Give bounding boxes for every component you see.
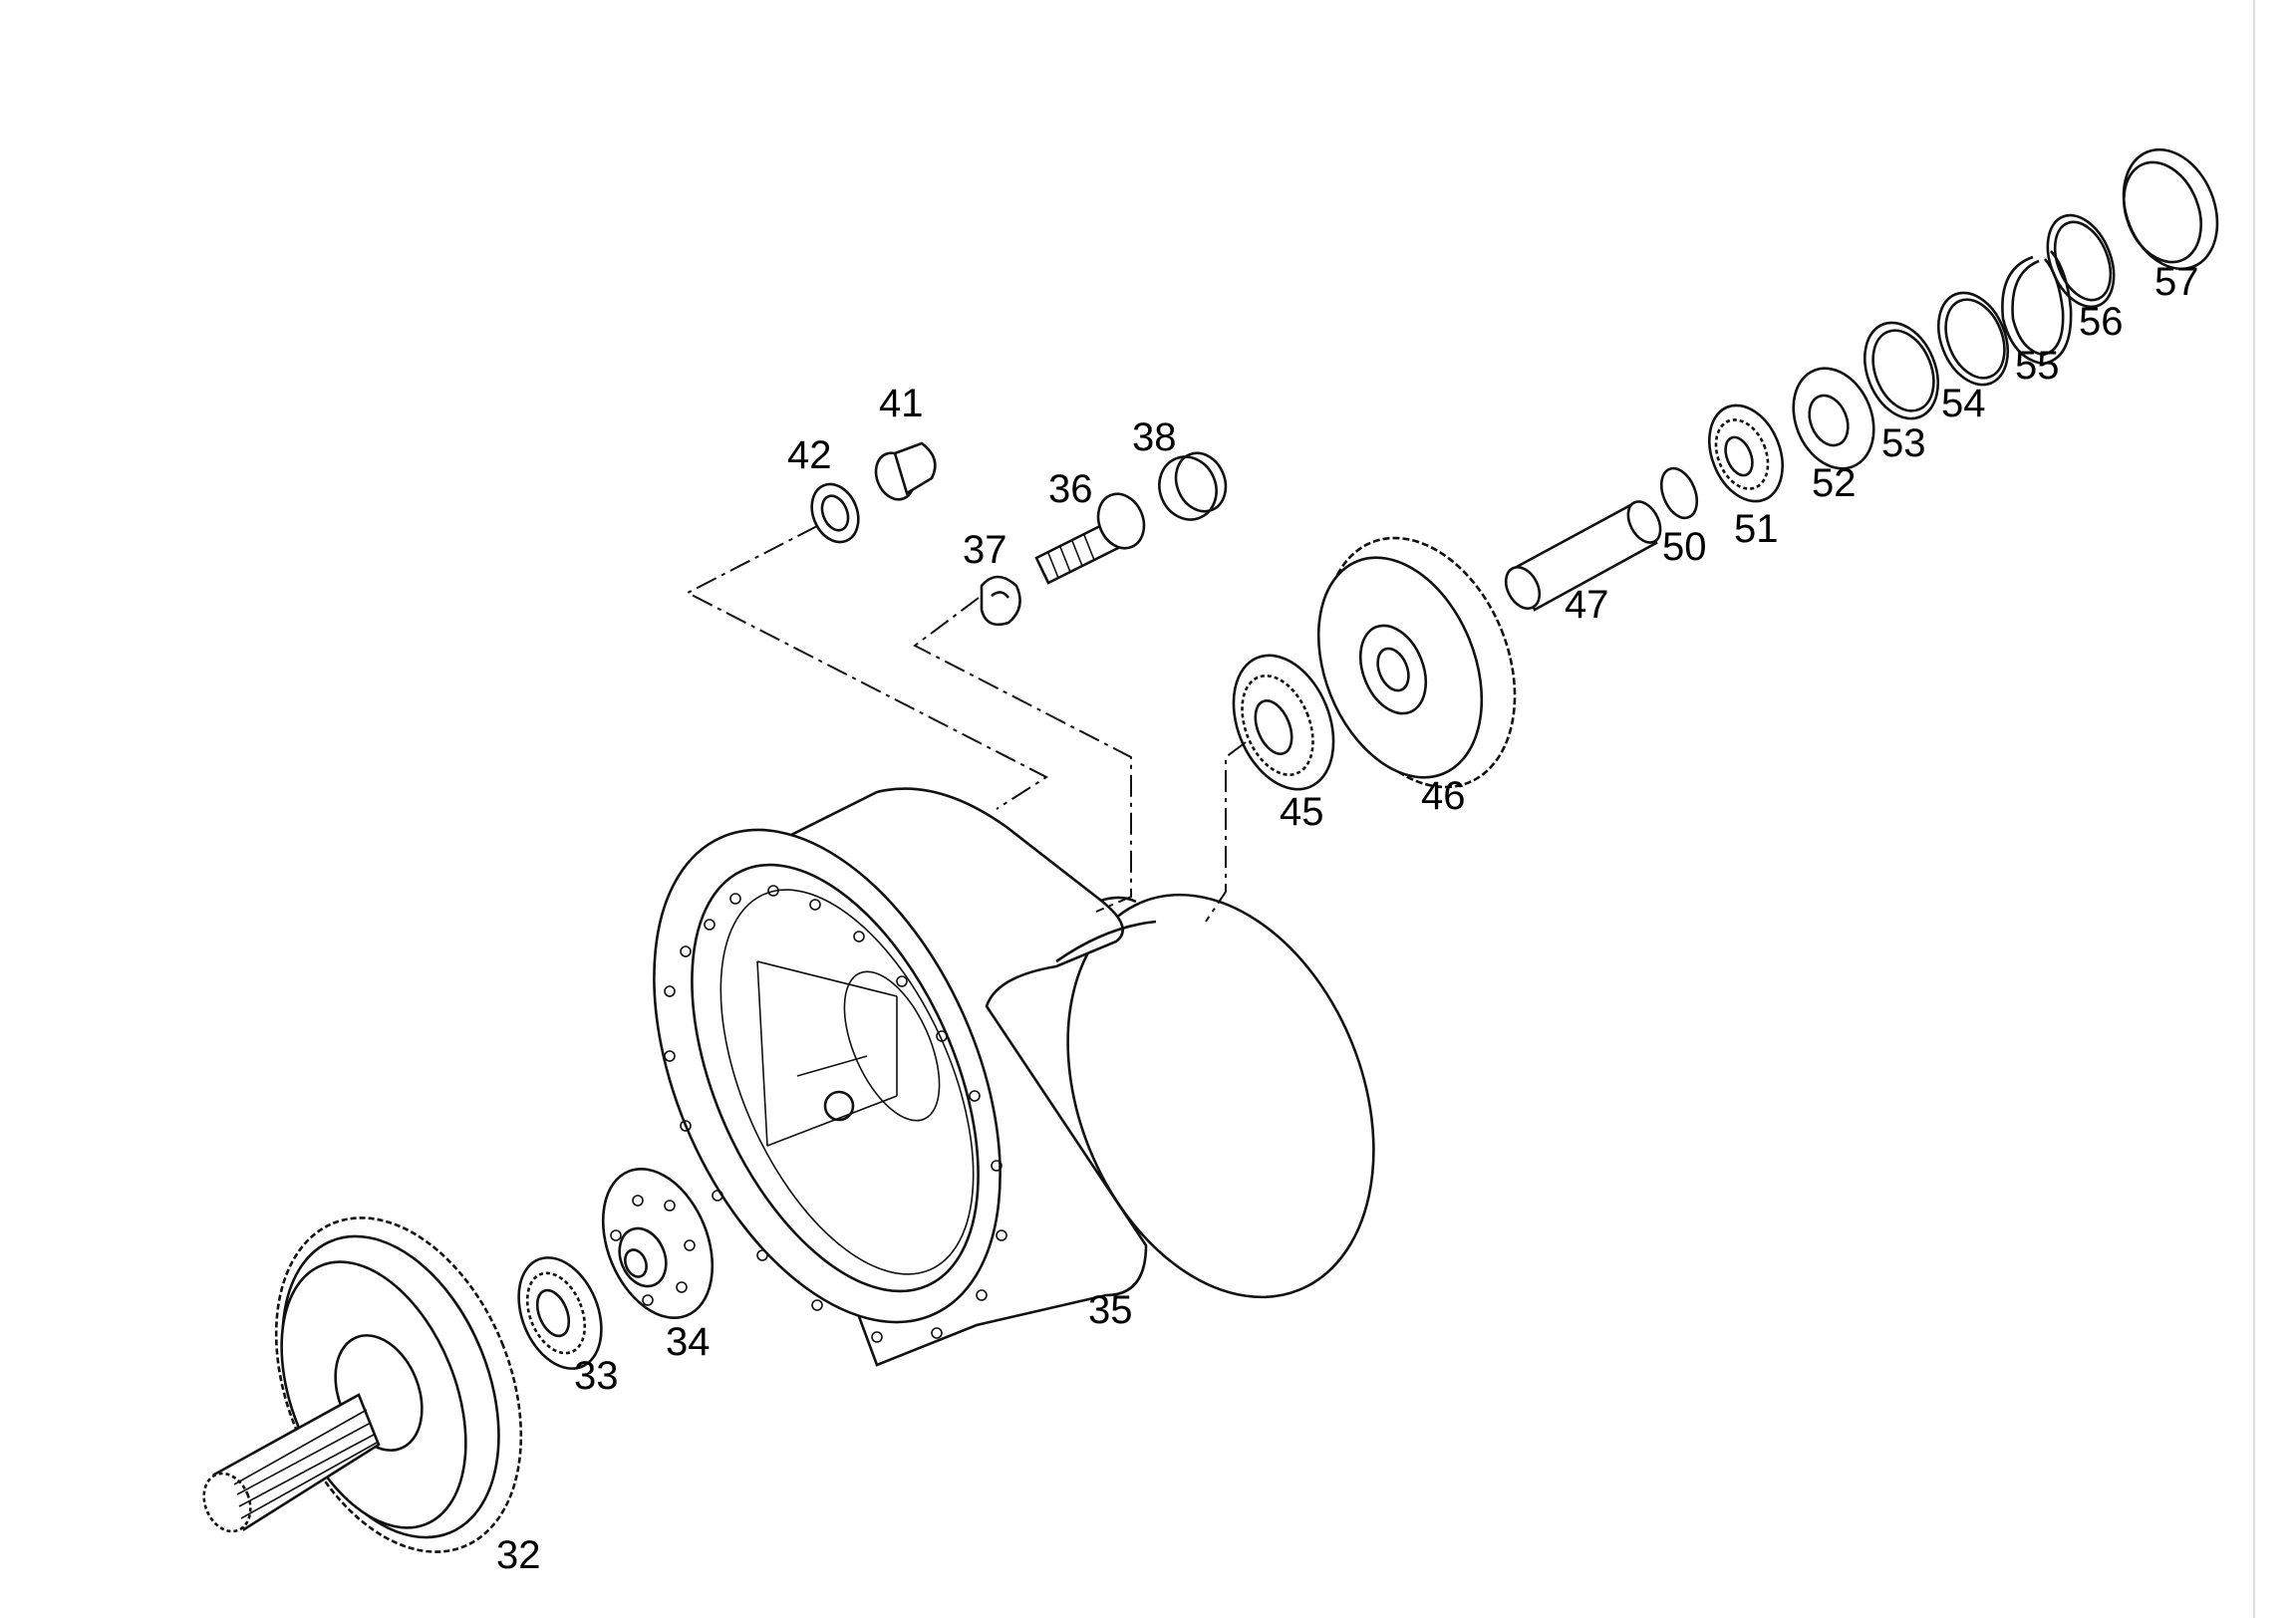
housing-35 [653, 787, 1375, 1367]
label-56: 56 [2079, 300, 2124, 344]
label-45: 45 [1280, 790, 1324, 834]
label-41: 41 [879, 382, 924, 425]
cover-57 [2122, 147, 2219, 271]
flange-34 [601, 1167, 715, 1320]
bearing-45 [1232, 654, 1335, 791]
callout-labels: 32 33 34 35 36 37 38 41 42 45 46 47 50 5… [496, 260, 2199, 1577]
label-37: 37 [963, 528, 1007, 572]
label-54: 54 [1941, 382, 1986, 425]
seal-ring-42 [810, 482, 860, 544]
shaft-47 [1504, 500, 1662, 612]
bearing-33 [517, 1256, 603, 1370]
ring-54 [1937, 291, 2009, 387]
bearing-51 [1708, 404, 1784, 503]
label-53: 53 [1881, 421, 1926, 465]
label-52: 52 [1812, 461, 1857, 505]
screw-36 [1034, 492, 1146, 585]
washer-52 [1792, 367, 1875, 470]
label-42: 42 [787, 433, 832, 477]
gear-shaft-32 [202, 1216, 523, 1553]
label-34: 34 [666, 1320, 711, 1364]
plug-41 [874, 441, 937, 501]
label-57: 57 [2154, 260, 2199, 304]
leader-lines [685, 525, 1247, 923]
label-47: 47 [1565, 583, 1609, 627]
ring-56 [2046, 213, 2116, 309]
label-35: 35 [1088, 1288, 1133, 1332]
label-33: 33 [574, 1354, 619, 1398]
ring-53 [1864, 321, 1939, 420]
label-55: 55 [2015, 344, 2060, 388]
washer-37 [980, 575, 1021, 627]
snap-ring-55 [2001, 250, 2073, 366]
label-50: 50 [1662, 525, 1707, 569]
label-46: 46 [1421, 774, 1466, 818]
label-32: 32 [496, 1533, 541, 1577]
label-38: 38 [1132, 415, 1177, 459]
snap-ring-50 [1659, 466, 1699, 520]
label-36: 36 [1048, 467, 1093, 511]
gear-46 [1316, 536, 1517, 789]
label-51: 51 [1734, 507, 1779, 551]
bushing-38 [1158, 451, 1228, 521]
